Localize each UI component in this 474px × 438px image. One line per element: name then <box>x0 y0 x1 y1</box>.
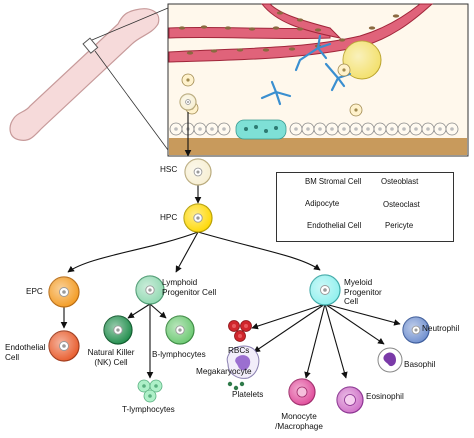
hsc-label: HSC <box>160 165 178 174</box>
bone-marrow-inset <box>167 3 469 157</box>
osteoblast-icon <box>169 122 183 136</box>
pericyte-icon <box>236 48 244 52</box>
bone-icon <box>9 8 160 141</box>
pericyte-icon <box>200 25 208 29</box>
pericyte-icon <box>296 18 304 22</box>
platelets-label: Platelets <box>232 390 264 399</box>
lineage-arrows <box>60 112 401 379</box>
osteoblast-icon <box>193 122 207 136</box>
pericyte-icon <box>272 26 280 30</box>
arrow-myeloid-to-basophil <box>324 303 385 345</box>
arrow-lymphoid-to-b <box>149 303 167 319</box>
hpc-label: HPC <box>160 213 178 222</box>
basophil-label: Basophil <box>404 360 436 369</box>
osteoclast-icon <box>235 119 287 140</box>
arrow-myeloid-to-megakaryocyte <box>253 303 326 353</box>
eosinophil-cell <box>336 386 364 414</box>
osteoblast-icon <box>313 122 327 136</box>
osteoblast-icon <box>409 122 423 136</box>
osteoblast-icon <box>301 122 315 136</box>
legend-stromal-label: BM Stromal Cell <box>305 177 362 186</box>
pericyte-icon <box>296 27 304 31</box>
endothelial-cell-label: Endothelial Cell <box>5 343 46 362</box>
osteoblast-icon <box>325 122 339 136</box>
monocyte-cell <box>288 378 316 406</box>
monocyte-label: Monocyte /Macrophage <box>275 412 323 431</box>
osteoblast-icon <box>289 122 303 136</box>
neutrophil-cell <box>402 316 430 344</box>
osteoblast-icon <box>433 122 447 136</box>
osteoblast-icon <box>373 122 387 136</box>
osteoblast-icon <box>337 122 351 136</box>
megakaryocyte-label: Megakaryocyte <box>196 367 252 376</box>
osteoblast-icon <box>397 122 411 136</box>
nk-label: Natural Killer (NK) Cell <box>87 348 135 367</box>
platelet-cells <box>227 381 245 391</box>
arrow-myeloid-to-eosinophil <box>324 303 348 379</box>
epc-cell <box>48 276 80 308</box>
osteoblast-icon <box>385 122 399 136</box>
pericyte-icon <box>338 38 346 42</box>
pericyte-icon <box>178 26 186 30</box>
osteoblast-icon <box>421 122 435 136</box>
legend-adipocyte-label: Adipocyte <box>305 199 340 208</box>
arrow-hpc-to-epc <box>67 231 199 273</box>
arrow-myeloid-to-monocyte <box>304 303 326 379</box>
pericyte-icon <box>224 26 232 30</box>
osteoblast-icon <box>205 122 219 136</box>
osteoblast-icon <box>445 122 459 136</box>
pericyte-icon <box>210 49 218 53</box>
osteoblast-lining <box>169 122 459 136</box>
b-lymphocyte-cell <box>165 315 195 345</box>
legend-pericyte-label: Pericyte <box>385 221 414 230</box>
legend-osteoclast-label: Osteoclast <box>383 200 420 209</box>
hsc-cell <box>184 158 212 186</box>
t-lymphocytes-label: T-lymphocytes <box>122 405 175 414</box>
b-lymphocytes-label: B-lymphocytes <box>152 350 206 359</box>
pericyte-icon <box>368 26 376 30</box>
epc-label: EPC <box>26 287 43 296</box>
arrow-myeloid-to-rbc <box>251 303 326 330</box>
zoom-line-bottom <box>94 50 169 151</box>
pericyte-icon <box>262 48 270 52</box>
rbc-cells <box>228 320 252 342</box>
arrow-hpc-to-myeloid <box>197 231 321 271</box>
legend-endothelial-label: Endothelial Cell <box>307 221 362 230</box>
legend-osteoblast-label: Osteoblast <box>381 177 419 186</box>
hpc-cell <box>183 203 213 233</box>
pericyte-icon <box>392 14 400 18</box>
basophil-cell <box>377 347 403 373</box>
t-lymphocyte-cells <box>137 379 163 403</box>
niche-hsc-cell <box>179 93 197 111</box>
lymphoid-label: Lymphoid Progenitor Cell <box>162 278 217 297</box>
stromal-cell-icon <box>260 34 352 106</box>
arrow-lymphoid-to-nk <box>127 303 151 319</box>
pericyte-icon <box>288 47 296 51</box>
myeloid-label: Myeloid Progenitor Cell <box>344 278 382 306</box>
osteoblast-icon <box>349 122 363 136</box>
zoom-line-top <box>91 7 169 41</box>
eosinophil-label: Eosinophil <box>366 392 404 401</box>
megakaryocyte-cell <box>226 345 260 379</box>
rbcs-label: RBCs <box>228 346 250 355</box>
pericyte-icon <box>276 11 284 15</box>
pericyte-icon <box>178 11 400 55</box>
nk-cell <box>103 315 133 345</box>
adipocyte-icon <box>342 40 382 80</box>
pericyte-icon <box>248 27 256 31</box>
neutrophil-label: Neutrophil <box>422 324 460 333</box>
endothelial-cell-node <box>48 330 80 362</box>
myeloid-progenitor-cell <box>309 274 341 306</box>
osteoblast-icon <box>361 122 375 136</box>
arrow-hpc-to-lymphoid <box>175 231 199 273</box>
legend <box>276 172 454 242</box>
cell-nodes <box>48 93 430 414</box>
osteoblast-icon <box>217 122 231 136</box>
arrow-myeloid-to-neutrophil <box>324 303 401 326</box>
pericyte-icon <box>314 28 322 32</box>
lymphoid-progenitor-cell <box>135 275 165 305</box>
pericyte-icon <box>186 51 194 55</box>
